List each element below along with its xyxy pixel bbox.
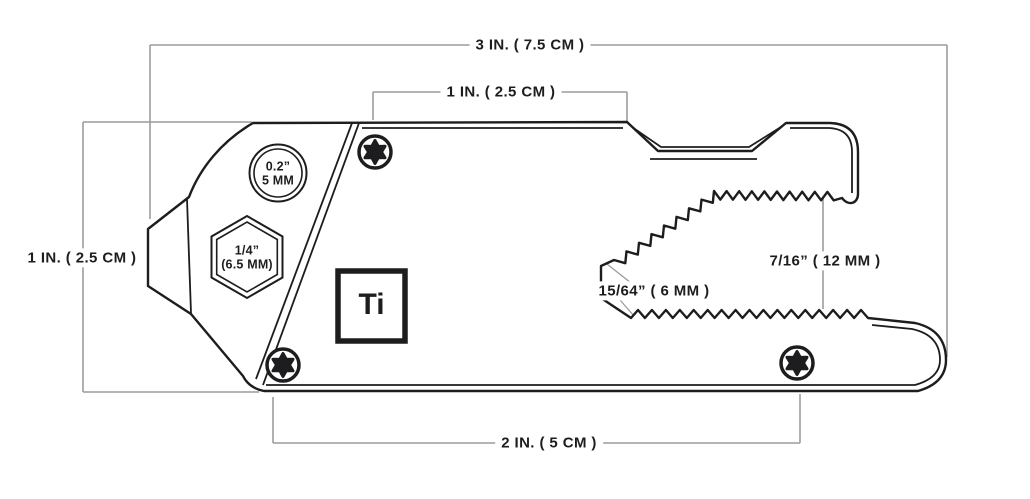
round-cutout-outer	[248, 143, 308, 203]
bottom-edge-inner-line	[266, 324, 941, 386]
hex-bit-cutout-icon	[210, 214, 284, 300]
round-bit-cutout-icon	[248, 143, 308, 203]
torx-star	[363, 139, 387, 165]
hex-driver-size-mm: (6.5 MM)	[221, 258, 273, 272]
dim-jaw-notch-label: 15/64” ( 6 MM )	[595, 281, 713, 301]
hex-cutout-outer	[210, 214, 284, 300]
right-edge-inner-line	[790, 127, 853, 193]
round-driver-size-mm: 5 MM	[261, 174, 295, 188]
round-driver-label: 0.2” 5 MM	[262, 160, 294, 189]
dim-top-segment-label: 1 IN. ( 2.5 CM )	[440, 82, 562, 102]
ti-badge-box	[335, 268, 408, 344]
torx-star	[271, 352, 295, 378]
dim-overall-label: 3 IN. ( 7.5 CM )	[469, 35, 591, 55]
round-cutout-inner	[253, 148, 303, 198]
lock-bar-edge-line-inner	[262, 122, 360, 386]
dim-jaw-opening-label: 7/16” ( 12 MM )	[763, 251, 887, 271]
torx-screw-bottom-right-icon	[779, 345, 815, 381]
dim-height-label: 1 IN. ( 2.5 CM )	[21, 248, 143, 268]
hex-driver-label: 1/4” (6.5 MM)	[221, 244, 273, 273]
hex-cutout-inner	[215, 221, 279, 293]
dim-jaw-notch-leader-bottom	[619, 299, 635, 317]
lock-bar-edge-line-outer	[255, 122, 353, 380]
tool-interior-lines	[186, 122, 941, 386]
dim-bottom-segment-label: 2 IN. ( 5 CM )	[495, 433, 603, 453]
torx-screw-top-icon	[357, 134, 393, 170]
ti-badge-label: Ti	[358, 287, 385, 321]
pry-tip-bevel-line	[186, 198, 192, 314]
round-driver-size-in: 0.2”	[265, 159, 291, 174]
torx-screw-bottom-left-icon	[265, 347, 301, 383]
hex-driver-size-in: 1/4”	[234, 243, 260, 258]
torx-star	[785, 350, 809, 376]
opener-notch-inner-line	[631, 126, 782, 148]
